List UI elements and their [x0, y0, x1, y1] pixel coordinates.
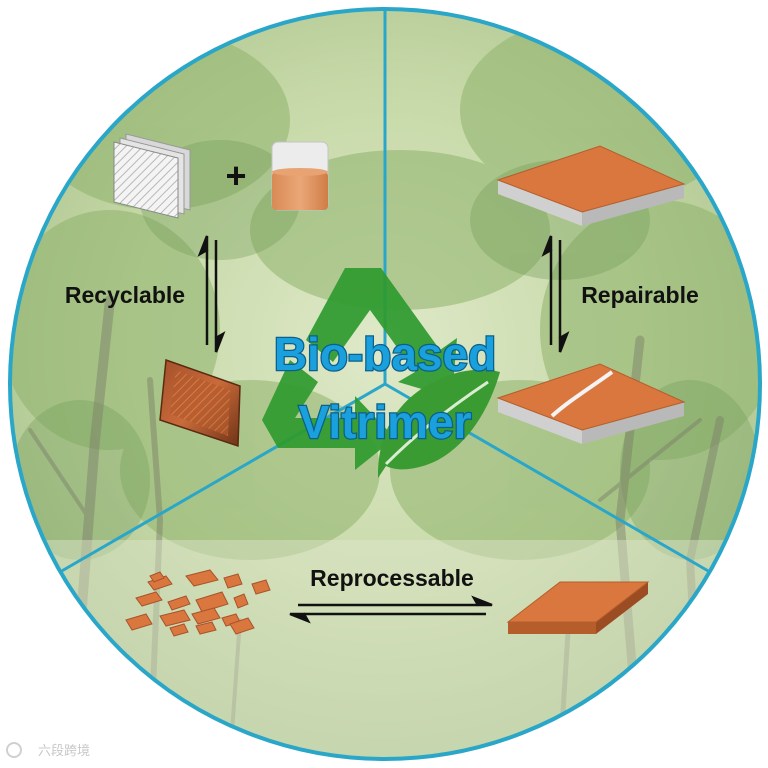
recyclable-label: Recyclable [65, 282, 185, 308]
title-line-1: Bio-based [274, 328, 496, 380]
repairable-label: Repairable [581, 282, 699, 308]
resin-cup-icon [272, 142, 328, 210]
title-line-2: Vitrimer [298, 396, 471, 448]
watermark: 六段跨境 [7, 743, 90, 759]
plus-sign: + [225, 155, 246, 196]
reprocessable-label: Reprocessable [310, 565, 474, 591]
watermark-text: 六段跨境 [38, 744, 90, 759]
